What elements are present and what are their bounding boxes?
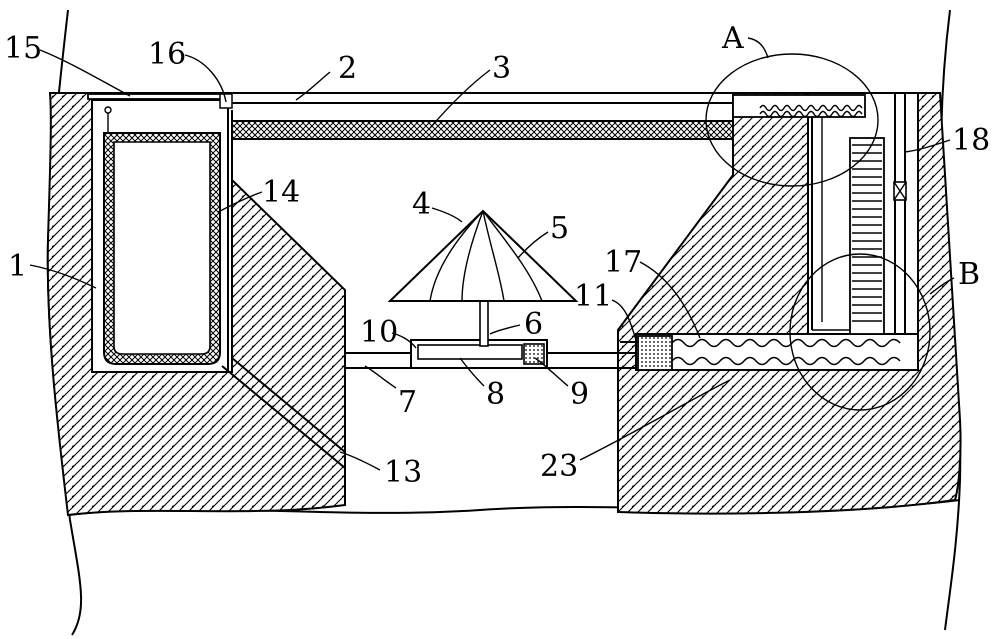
label-15: 15 — [4, 31, 42, 66]
vertical-spring — [852, 144, 882, 322]
mesh-3 — [231, 120, 734, 140]
rod-6 — [479, 299, 489, 347]
label-5: 5 — [550, 211, 569, 246]
drain-pipe-13-a — [221, 365, 346, 469]
slider-8 — [417, 344, 523, 360]
leader-b — [929, 277, 955, 295]
leader-9 — [534, 357, 569, 387]
label-17: 17 — [604, 245, 642, 280]
leader-1 — [29, 264, 97, 289]
spring-17 — [671, 338, 901, 366]
umbrella-cone-4 — [387, 209, 579, 302]
leader-3 — [429, 69, 491, 129]
sensor-coil-a — [759, 104, 863, 118]
leader-5 — [517, 231, 549, 259]
leader-7 — [364, 365, 397, 389]
label-10: 10 — [360, 315, 398, 350]
label-1: 1 — [8, 249, 27, 284]
label-8: 8 — [486, 377, 505, 412]
umbrella-ribs-5 — [429, 210, 543, 302]
label-16: 16 — [148, 37, 186, 72]
valve-cross — [893, 181, 907, 201]
leader-17 — [639, 261, 701, 339]
leader-15 — [39, 49, 131, 97]
label-23: 23 — [540, 449, 578, 484]
piston-11 — [637, 335, 673, 371]
leader-18 — [904, 139, 951, 153]
leader-a — [747, 37, 769, 59]
label-4: 4 — [412, 187, 431, 222]
leader-2 — [295, 71, 331, 101]
label-6: 6 — [524, 307, 543, 342]
drain-pipe-13-b — [231, 357, 346, 453]
leader-10 — [391, 332, 417, 349]
label-11: 11 — [574, 279, 612, 314]
leader-14 — [217, 191, 263, 213]
leader-8 — [459, 357, 485, 387]
label-14: 14 — [262, 175, 300, 210]
label-18: 18 — [952, 123, 990, 158]
leader-16 — [184, 54, 227, 103]
detail-circle-a — [705, 53, 879, 187]
tank-rod-knob — [104, 106, 112, 114]
label-detail-a: A — [721, 21, 744, 56]
label-2: 2 — [338, 51, 357, 86]
label-7: 7 — [398, 385, 417, 420]
left-foundation-section — [46, 92, 346, 517]
label-9: 9 — [570, 377, 589, 412]
leader-6 — [489, 324, 521, 335]
label-3: 3 — [492, 51, 511, 86]
vertical-spring-housing — [849, 137, 885, 335]
block-9 — [523, 343, 545, 365]
detail-circle-b — [789, 253, 931, 411]
leader-11 — [611, 299, 637, 341]
label-detail-b: B — [958, 257, 980, 292]
leader-23 — [579, 379, 731, 461]
leader-4 — [431, 207, 463, 223]
label-13: 13 — [384, 455, 422, 490]
leader-13 — [339, 451, 381, 471]
tank-14-inner — [113, 141, 211, 355]
cover-15 — [87, 93, 227, 100]
